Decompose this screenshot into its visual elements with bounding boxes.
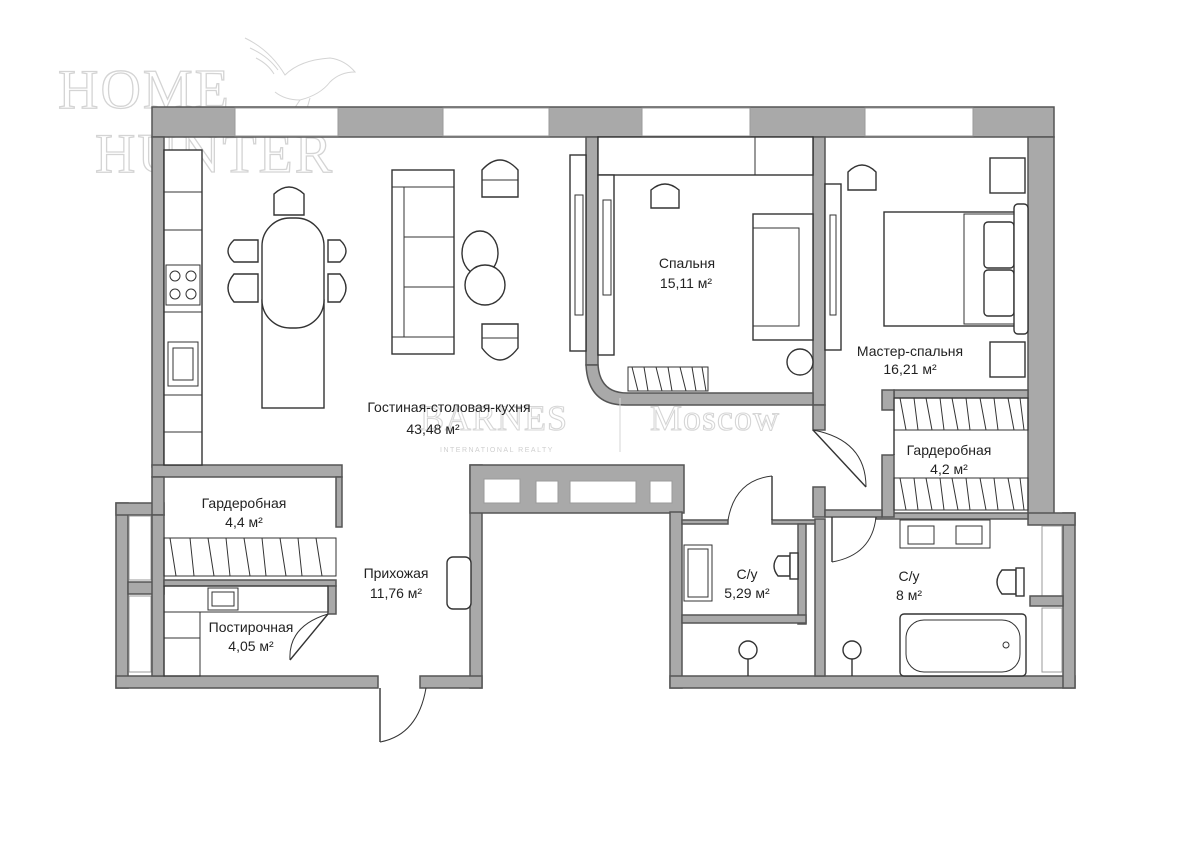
master-furniture [824, 157, 1029, 378]
room-labels: Гостиная-столовая-кухня 43,48 м² Спальня… [202, 255, 992, 654]
bath-small-door [727, 475, 773, 521]
room-area-bedroom: 15,11 м² [660, 275, 713, 291]
chair-icon [847, 164, 877, 191]
coat-rack [446, 556, 472, 610]
chair-icon [327, 239, 347, 263]
doors [289, 410, 895, 743]
chair-icon [227, 273, 259, 303]
hall-wardrobe [163, 537, 337, 577]
room-area-laundry: 4,05 м² [228, 638, 274, 654]
chair-icon [327, 273, 347, 303]
room-area-hall: 11,76 м² [370, 585, 423, 601]
room-label-laundry: Постирочная [209, 619, 294, 635]
room-area-living: 43,48 м² [406, 421, 460, 437]
eagle-logo-icon [244, 37, 357, 113]
chair-icon [227, 239, 259, 263]
shower-icon [683, 544, 713, 602]
laundry-fixtures [163, 585, 329, 677]
sofa-icon [391, 169, 455, 355]
bath-small-fixtures [683, 544, 799, 676]
room-area-wardrobe-hall: 4,4 м² [225, 514, 263, 530]
sink-icon [842, 640, 862, 676]
stove-icon [165, 264, 201, 306]
bath-large-fixtures [842, 519, 1027, 677]
bath-large-door [831, 516, 877, 563]
coffee-tables [461, 230, 506, 306]
dining-set [227, 186, 347, 409]
watermark-city: Moscow [650, 398, 780, 438]
sink-icon [899, 519, 991, 549]
bathtub-icon [899, 613, 1027, 677]
chair-icon [650, 183, 680, 209]
sink-icon [167, 341, 199, 387]
room-label-living: Гостиная-столовая-кухня [367, 399, 530, 415]
tv-unit [569, 154, 587, 352]
room-label-wardrobe-master: Гардеробная [907, 442, 992, 458]
bed-icon [883, 203, 1029, 335]
room-area-bath-large: 8 м² [896, 587, 922, 603]
room-label-bath-small: С/у [737, 566, 758, 582]
master-wardrobe [893, 397, 1029, 511]
room-area-wardrobe-master: 4,2 м² [930, 461, 968, 477]
bedroom-furniture [597, 136, 814, 392]
room-label-hall: Прихожая [364, 565, 429, 581]
toilet-icon [773, 552, 799, 580]
room-label-wardrobe-hall: Гардеробная [202, 495, 287, 511]
watermark-barnes: BARNES [420, 398, 568, 438]
bedroom-wardrobe [627, 366, 709, 392]
room-label-bedroom: Спальня [659, 255, 715, 271]
barnes-watermark: BARNES Moscow INTERNATIONAL REALTY [419, 397, 780, 454]
front-door [379, 687, 427, 743]
room-label-bath-large: С/у [899, 568, 920, 584]
master-door [812, 429, 867, 488]
sink-icon [738, 640, 758, 676]
toilet-icon [996, 567, 1025, 597]
kitchen-counter [163, 149, 203, 466]
sink-icon [207, 587, 239, 611]
watermark-tagline: INTERNATIONAL REALTY [440, 447, 554, 454]
room-area-bath-small: 5,29 м² [724, 585, 770, 601]
room-label-master: Мастер-спальня [857, 343, 963, 359]
room-area-master: 16,21 м² [883, 361, 937, 377]
armchair-icon [481, 159, 519, 361]
chair-icon [273, 186, 305, 216]
walls [115, 106, 1076, 689]
laundry-door [289, 613, 329, 661]
